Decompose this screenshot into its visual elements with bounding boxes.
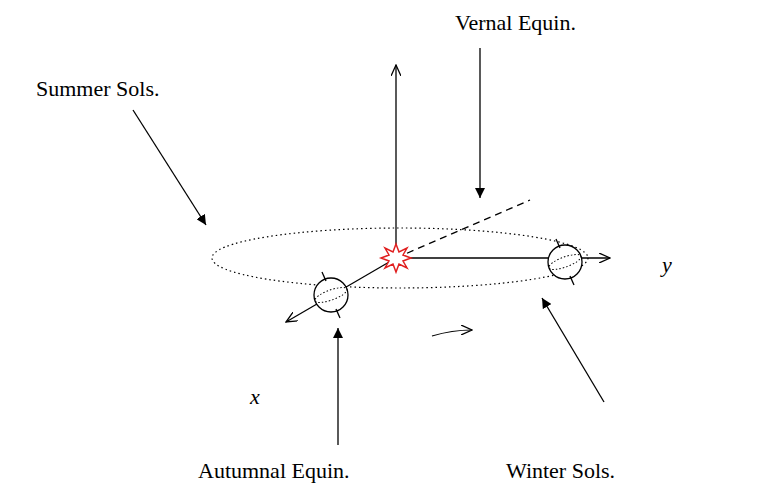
season-label: Summer Sols. [36, 76, 159, 102]
x-axis [286, 258, 396, 322]
season-label: Vernal Equin. [455, 10, 576, 36]
dashed-axis [396, 200, 530, 258]
sun-symbol [381, 244, 411, 272]
season-label: Winter Sols. [506, 458, 615, 484]
motion-arrow [432, 330, 472, 336]
z-axis [395, 65, 396, 258]
axis-label: x [250, 384, 260, 410]
leader-arrow [479, 48, 480, 198]
earth-symbol [547, 239, 582, 285]
axis-label: y [662, 252, 672, 278]
leader-arrow [542, 298, 604, 402]
earth-symbol [313, 272, 348, 318]
season-label: Autumnal Equin. [198, 458, 350, 484]
leader-arrow [133, 110, 206, 225]
leader-arrow [337, 328, 338, 445]
